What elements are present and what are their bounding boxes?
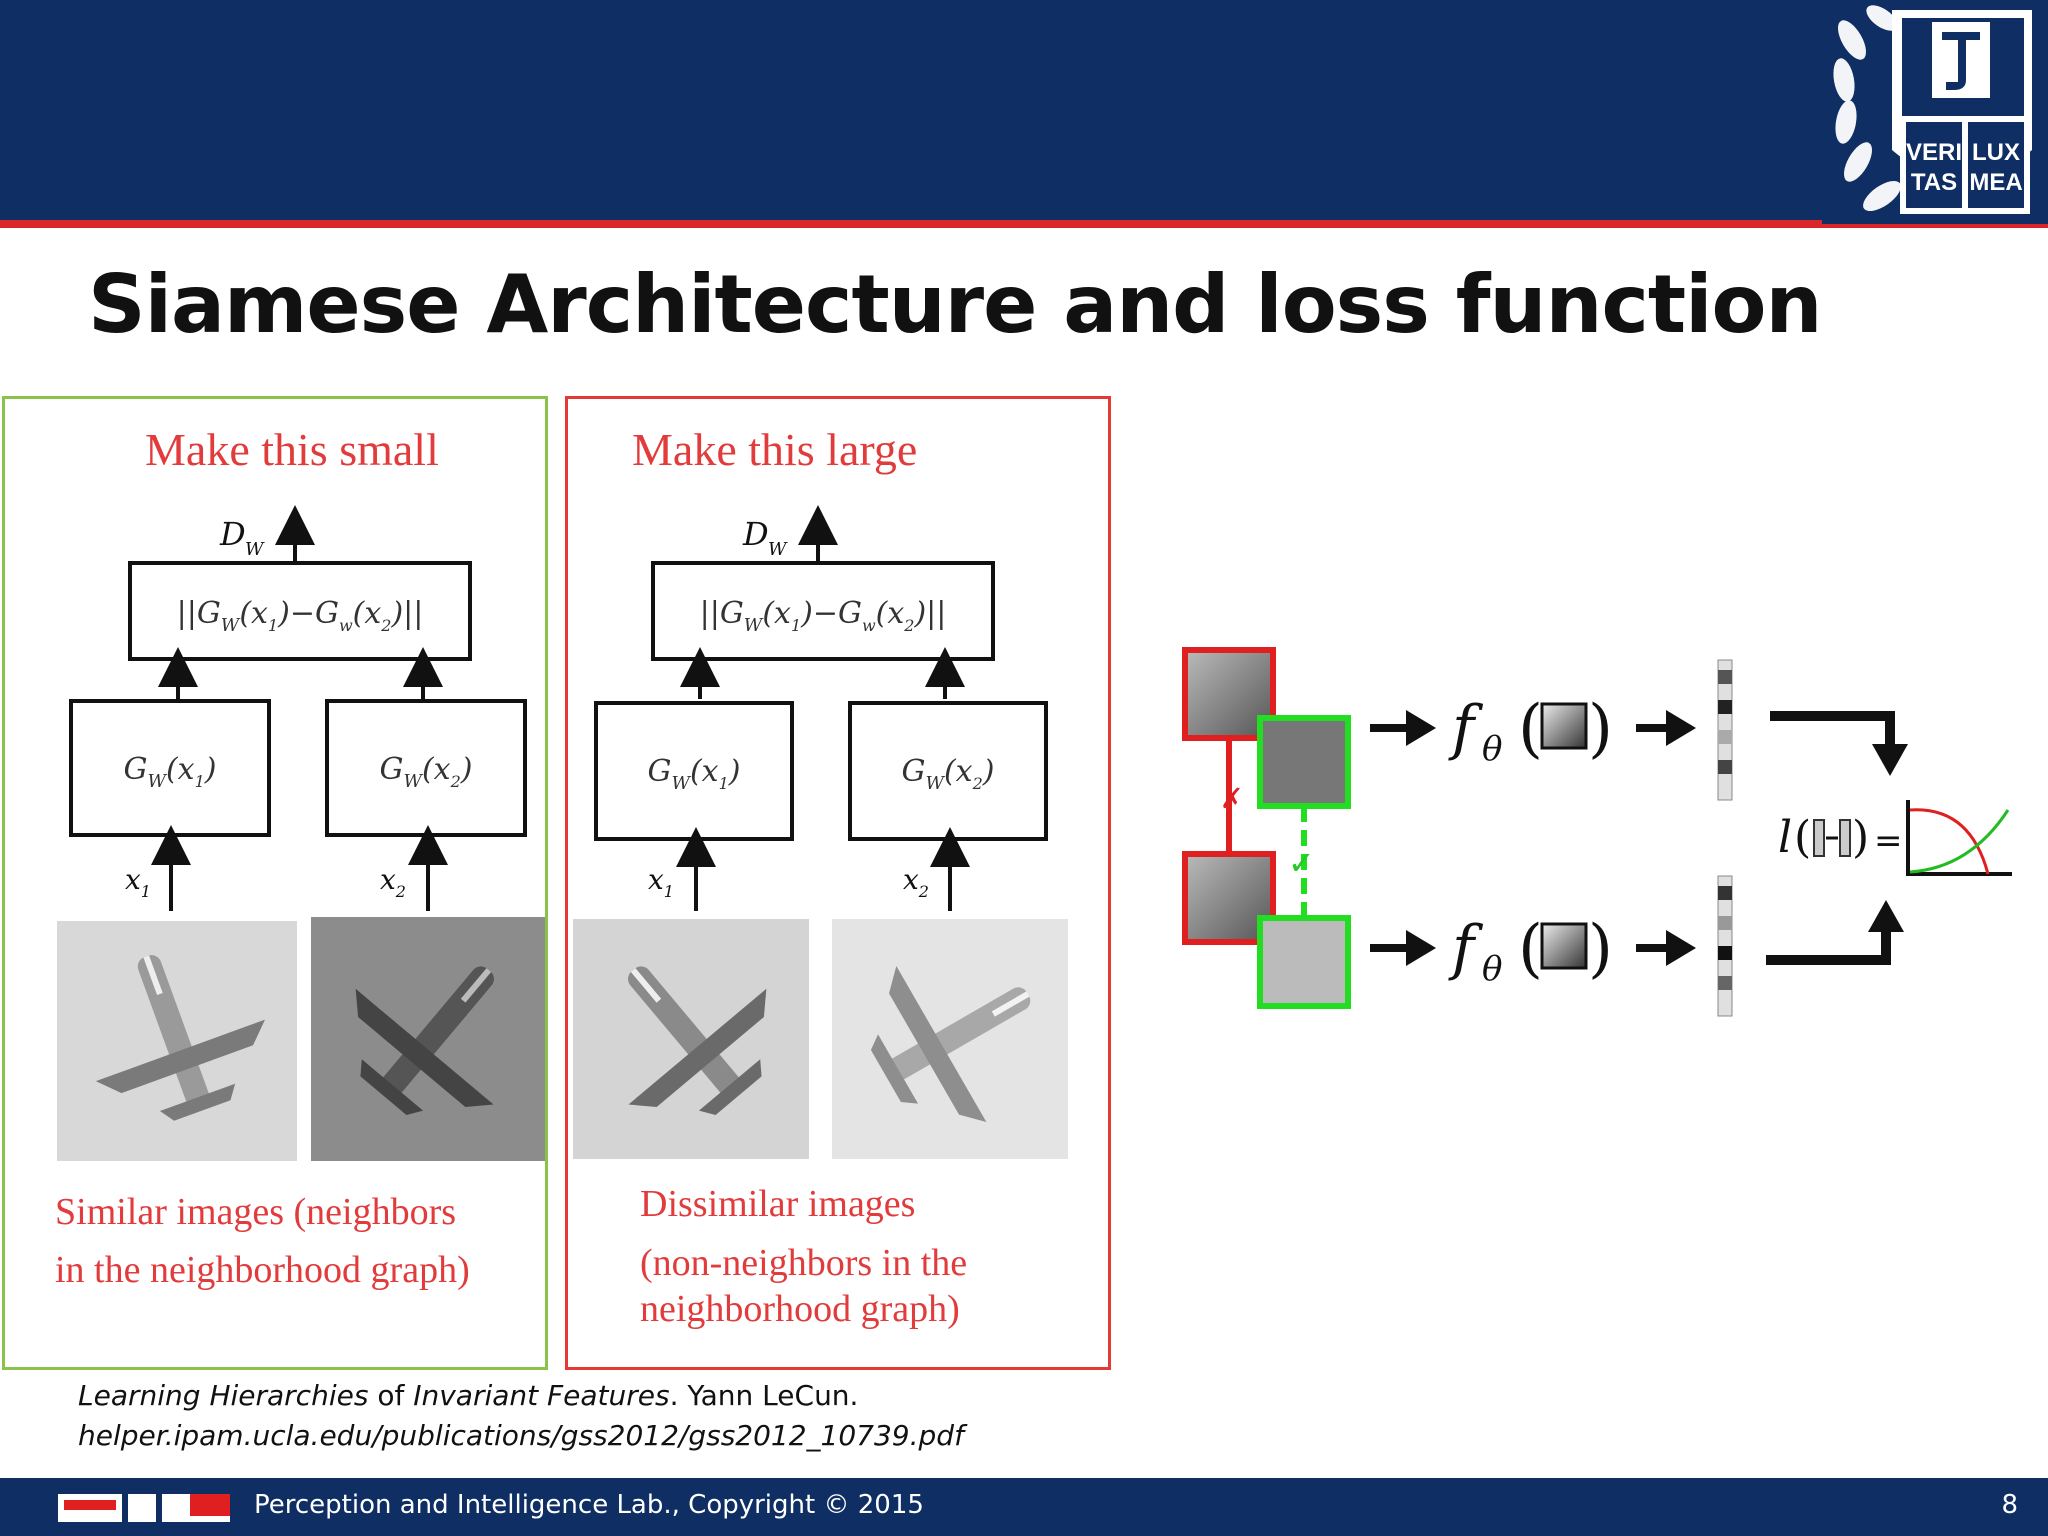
university-logo: VERI LUX TAS MEA <box>1822 0 2048 224</box>
feature-vector-bottom <box>1717 875 1733 1017</box>
svg-text:(: ( <box>1518 912 1543 986</box>
patch-green-1 <box>1257 715 1351 809</box>
loss-curve-plot <box>1906 800 2012 876</box>
arrow-icon <box>1406 710 1436 746</box>
logo-motto-4: MEA <box>1969 169 2022 196</box>
output-label: D <box>219 515 246 553</box>
gw-x2-label: GW(x2) <box>379 752 472 792</box>
similar-pair-panel: Make this small D W ||GW(x1)−Gw(x2)|| GW… <box>2 396 548 1370</box>
output-sub: W <box>245 539 265 560</box>
dissimilar-caption: Dissimilar images (non-neighbors in the … <box>640 1183 968 1330</box>
cross-icon: ✗ <box>1220 782 1243 815</box>
citation-url: helper.ipam.ucla.edu/publications/gss201… <box>78 1419 964 1452</box>
patch-green-2 <box>1257 915 1351 1009</box>
panel-heading-small: Make this small <box>145 424 439 475</box>
loss-symbol: l <box>1778 812 1792 863</box>
patch-matching-diagram: ✗ ✓ f θ ( ) f θ ( ) l ( ) = <box>1182 647 2012 1017</box>
function-top: f <box>1448 693 1484 763</box>
input-x2: x2 <box>380 863 406 901</box>
footer-copyright: Perception and Intelligence Lab., Copyri… <box>254 1490 924 1520</box>
page-number: 8 <box>2001 1490 2018 1520</box>
siamese-network-similar: D W ||GW(x1)−Gw(x2)|| GW(x1) GW(x2) x1 x… <box>57 505 545 1161</box>
feature-vector-top <box>1717 659 1733 801</box>
slide-title: Siamese Architecture and loss function <box>88 258 1822 351</box>
svg-text:): ) <box>1588 912 1613 986</box>
function-bottom: f <box>1448 913 1484 983</box>
function-sub-top: θ <box>1482 729 1502 769</box>
similar-caption: Similar images (neighbors in the neighbo… <box>55 1191 470 1291</box>
logo-motto-1: VERI <box>1906 139 1962 166</box>
siamese-network-dissimilar: D W ||GW(x1)−Gw(x2)|| GW(x1) GW(x2) x1 x… <box>573 505 1068 1159</box>
svg-text:): ) <box>1588 692 1613 766</box>
input-x1: x1 <box>125 863 151 901</box>
gw-x2-label: GW(x2) <box>901 754 994 794</box>
logo-motto-3: TAS <box>1911 169 1957 196</box>
input-x2: x2 <box>903 863 929 901</box>
lab-logo <box>58 1494 230 1522</box>
input-x1: x1 <box>648 863 674 901</box>
header-stripe <box>0 220 2048 228</box>
footer-bar <box>0 1478 2048 1536</box>
output-label: D <box>742 515 769 553</box>
svg-text:(: ( <box>1794 812 1811 863</box>
function-sub-bottom: θ <box>1482 949 1502 989</box>
svg-text:(: ( <box>1518 692 1543 766</box>
distance-formula: ||GW(x1)−Gw(x2)|| <box>177 596 424 636</box>
header-bar <box>0 0 2048 220</box>
check-icon: ✓ <box>1288 844 1315 882</box>
gw-x1-label: GW(x1) <box>647 754 740 794</box>
citation: Learning Hierarchies of Invariant Featur… <box>78 1376 964 1456</box>
output-sub: W <box>768 539 788 560</box>
dissimilar-pair-panel: Make this large D W ||GW(x1)−Gw(x2)|| GW… <box>565 396 1111 1370</box>
distance-formula: ||GW(x1)−Gw(x2)|| <box>700 596 947 636</box>
svg-text:): ) <box>1852 812 1869 863</box>
logo-motto-2: LUX <box>1972 139 2020 166</box>
loss-eq: = <box>1874 821 1903 861</box>
panel-heading-large: Make this large <box>632 424 918 475</box>
gw-x1-label: GW(x1) <box>123 752 216 792</box>
